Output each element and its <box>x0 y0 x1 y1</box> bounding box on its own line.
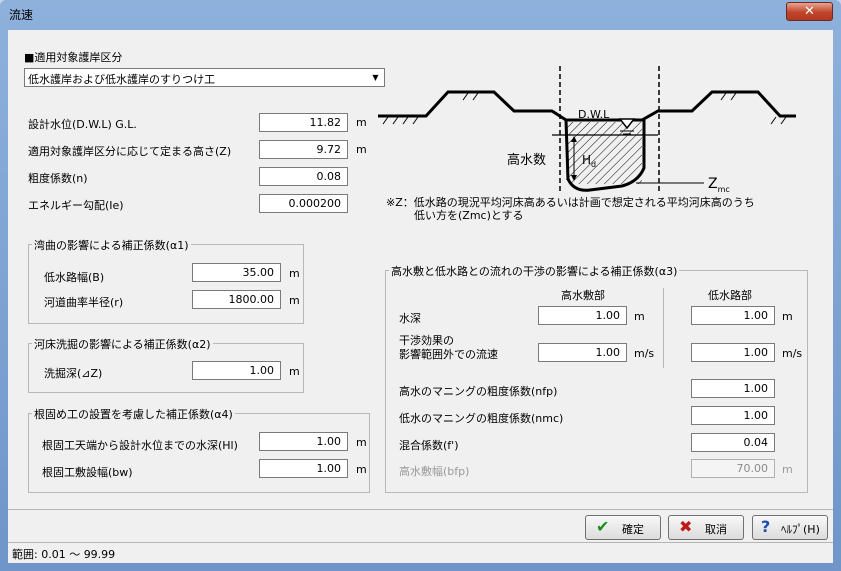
high-water-velocity-unit: m/s <box>634 347 655 360</box>
ground-profile <box>378 90 796 122</box>
low-channel-velocity-input[interactable]: 1.00 <box>691 343 775 362</box>
scour-depth-unit: m <box>289 365 300 378</box>
high-water-velocity-input[interactable]: 1.00 <box>538 343 627 362</box>
dialog-client: ■適用対象護岸区分 低水護岸および低水護岸のすりつけ工 ▼ 設計水位(D.W.L… <box>8 30 833 563</box>
channel-outline <box>564 119 646 192</box>
close-button[interactable]: ✕ <box>786 2 833 21</box>
param-label-z: 適用対象護岸区分に応じて定まる高さ(Z) <box>28 145 232 158</box>
foot-width-input[interactable]: 1.00 <box>259 459 348 478</box>
param-label-n: 粗度係数(n) <box>28 172 88 185</box>
alpha2-title: 河床洗掘の影響による補正係数(α2) <box>32 336 213 352</box>
velocity-label-2: 影響範囲外での流速 <box>399 348 498 361</box>
diagram-note: ※Z：低水路の現況平均河床高あるいは計画で想定される平均河床高のうち 低い方を(… <box>386 196 755 222</box>
high-water-depth-unit: m <box>634 310 645 323</box>
column-divider <box>663 288 664 368</box>
target-section-heading: ■適用対象護岸区分 <box>24 51 123 64</box>
nfp-label: 高水のマニングの粗度係数(nfp) <box>399 385 558 398</box>
dwl-input[interactable]: 11.82 <box>259 113 348 132</box>
high-water-label: 高水数 <box>507 152 546 168</box>
scour-depth-input[interactable]: 1.00 <box>192 361 281 380</box>
curvature-radius-label: 河道曲率半径(r) <box>44 296 124 309</box>
window-title: 流速 <box>9 8 34 22</box>
title-bar: 流速 ✕ <box>0 0 841 30</box>
question-icon: ? <box>761 517 771 536</box>
alpha1-title: 湾曲の影響による補正係数(α1) <box>32 237 191 253</box>
energy-slope-input[interactable]: 0.000200 <box>259 194 348 213</box>
alpha3-title: 高水敷と低水路との流れの干渉の影響による補正係数(α3) <box>389 263 680 279</box>
floodplain-width-input: 70.00 <box>691 459 775 478</box>
mixing-coefficient-input[interactable]: 0.04 <box>691 433 775 452</box>
nmc-input[interactable]: 1.00 <box>691 406 775 425</box>
velocity-label-1: 干渉効果の <box>399 334 454 347</box>
low-channel-depth-unit: m <box>782 310 793 323</box>
zmc-label: Zmc <box>708 176 730 194</box>
foot-depth-input[interactable]: 1.00 <box>259 432 348 451</box>
curvature-radius-unit: m <box>289 294 300 307</box>
target-category-select[interactable]: 低水護岸および低水護岸のすりつけ工 ▼ <box>24 68 385 87</box>
status-bar: 範囲: 0.01 ～ 99.99 <box>8 542 833 564</box>
dwl-label: D.W.L <box>578 108 610 121</box>
floodplain-width-unit: m <box>782 463 793 476</box>
low-channel-depth-input[interactable]: 1.00 <box>691 306 775 325</box>
param-label-dwl: 設計水位(D.W.L) G.L. <box>28 118 137 131</box>
cancel-label: 取消 <box>705 523 727 536</box>
low-channel-width-label: 低水路幅(B) <box>44 271 105 284</box>
z-height-input[interactable]: 9.72 <box>259 140 348 159</box>
ok-label: 確定 <box>622 523 644 536</box>
check-icon: ✔ <box>596 517 610 536</box>
low-channel-area <box>566 122 642 184</box>
foot-width-unit: m <box>356 463 367 476</box>
foot-width-label: 根固工敷設幅(bw) <box>42 466 133 479</box>
dwl-unit: m <box>356 116 367 129</box>
z-height-unit: m <box>356 143 367 156</box>
button-separator <box>8 509 833 510</box>
cancel-button[interactable]: ✖ 取消 <box>668 515 744 540</box>
foot-depth-unit: m <box>356 436 367 449</box>
high-water-column-header: 高水敷部 <box>561 289 605 302</box>
help-button[interactable]: ? ﾍﾙﾌﾟ(H) <box>752 515 828 540</box>
range-status: 範囲: 0.01 ～ 99.99 <box>12 548 116 561</box>
note-line-2: 低い方を(Zmc)とする <box>414 209 524 222</box>
chevron-down-icon[interactable]: ▼ <box>372 73 379 82</box>
param-label-ie: エネルギー勾配(Ie) <box>28 199 124 212</box>
water-level-icon <box>618 118 636 130</box>
low-channel-velocity-unit: m/s <box>782 347 803 360</box>
low-channel-width-input[interactable]: 35.00 <box>192 263 281 282</box>
help-label: ﾍﾙﾌﾟ(H) <box>781 523 820 536</box>
mixing-coefficient-label: 混合係数(f') <box>399 439 459 452</box>
foot-depth-label: 根固工天端から設計水位までの水深(Hl) <box>42 439 238 452</box>
ok-button[interactable]: ✔ 確定 <box>585 515 661 540</box>
target-category-value: 低水護岸および低水護岸のすりつけ工 <box>28 73 216 86</box>
curvature-radius-input[interactable]: 1800.00 <box>192 290 281 309</box>
high-water-depth-input[interactable]: 1.00 <box>538 306 627 325</box>
scour-depth-label: 洗掘深(⊿Z) <box>44 367 103 380</box>
hd-label: Hd <box>582 153 596 169</box>
alpha4-title: 根固め工の設置を考慮した補正係数(α4) <box>32 406 235 422</box>
low-channel-width-unit: m <box>289 267 300 280</box>
roughness-input[interactable]: 0.08 <box>259 167 348 186</box>
alpha4-group <box>28 413 370 493</box>
note-line-1: ※Z：低水路の現況平均河床高あるいは計画で想定される平均河床高のうち <box>386 196 755 209</box>
ground-hatch <box>382 92 787 125</box>
low-channel-column-header: 低水路部 <box>708 289 752 302</box>
channel-diagram: D.W.L 高水数 Hd Zsc Zmc <box>378 66 796 194</box>
cross-icon: ✖ <box>679 517 693 536</box>
floodplain-width-label: 高水敷幅(bfp) <box>399 465 470 478</box>
nfp-input[interactable]: 1.00 <box>691 379 775 398</box>
nmc-label: 低水のマニングの粗度係数(nmc) <box>399 412 564 425</box>
water-depth-label: 水深 <box>399 312 421 325</box>
